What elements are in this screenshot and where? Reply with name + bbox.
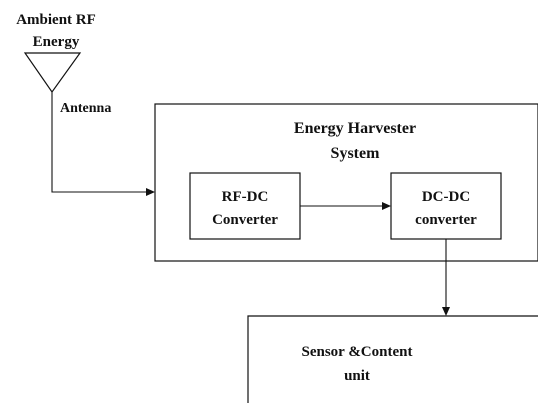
- rf-dc-label-line2: Converter: [212, 212, 278, 228]
- antenna-feed-wire: [51, 92, 147, 193]
- sensor-content-unit-box: [247, 315, 538, 403]
- sensor-label-line1: Sensor &Content: [302, 344, 413, 360]
- source-label-line2: Energy: [33, 34, 80, 50]
- energy-harvester-box: [154, 103, 538, 262]
- dc-dc-label-line1: DC-DC: [422, 189, 470, 205]
- harvester-title-line2: System: [331, 145, 381, 162]
- dcdc-to-sensor-arrowhead: [442, 307, 450, 316]
- dc-dc-converter-box: [390, 172, 502, 240]
- sensor-label-line2: unit: [344, 368, 370, 384]
- harvester-title-line1: Energy Harvester: [294, 120, 416, 137]
- rf-dc-converter-box: [189, 172, 301, 240]
- antenna-symbol: [23, 52, 82, 94]
- antenna-feed-arrowhead: [146, 188, 155, 196]
- rfdc-to-dcdc-arrowhead: [382, 202, 391, 210]
- antenna-label: Antenna: [60, 101, 111, 116]
- rf-dc-label-line1: RF-DC: [222, 189, 269, 205]
- dc-dc-label-line2: converter: [415, 212, 477, 228]
- source-label-line1: Ambient RF: [16, 12, 96, 28]
